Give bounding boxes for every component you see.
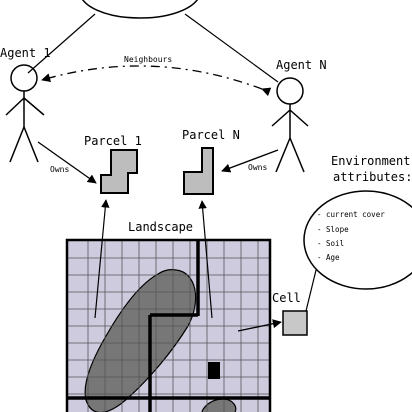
attribute-item: - current cover [317, 210, 385, 219]
environment-title-line2: attributes: [333, 170, 412, 184]
attribute-item: - Age [317, 253, 340, 262]
neighbours-arrow [41, 65, 272, 97]
landscape-title: Landscape [128, 220, 193, 234]
agent-1-figure [5, 64, 45, 163]
landscape-grid [67, 240, 270, 412]
landscape-frame [65, 238, 272, 412]
parcel-1-label: Parcel 1 [84, 134, 142, 148]
cell-to-attributes-link [305, 261, 319, 312]
agent-n-label: Agent N [276, 58, 327, 72]
ellipse-link-agent1 [27, 13, 96, 74]
ellipse-link-agentN [184, 13, 279, 83]
agent-1-label: Agent 1 [0, 46, 51, 60]
landscape-black-cell [208, 362, 220, 379]
arrow-grid-to-parcel-n [198, 200, 213, 319]
cell-square [282, 310, 308, 336]
neighbours-label: Neighbours [124, 55, 172, 64]
parcel-1-shape [100, 149, 138, 194]
attributes-bubble [303, 190, 412, 290]
owns-arrow-1 [37, 141, 97, 184]
cell-label: Cell [272, 291, 301, 305]
attribute-item: - Slope [317, 225, 349, 234]
arrow-grid-to-cell [237, 319, 282, 332]
attribute-item: - Soil [317, 239, 344, 248]
owns-arrow-n [221, 149, 279, 173]
top-ellipse [82, 0, 198, 19]
parcel-n-label: Parcel N [182, 128, 240, 142]
arrow-grid-to-parcel-1 [94, 199, 110, 319]
owns-label-n: Owns [248, 163, 267, 172]
environment-title-line1: Environment [331, 154, 410, 168]
owns-label-1: Owns [50, 165, 69, 174]
parcel-n-shape [183, 147, 214, 195]
agent-n-figure [271, 77, 309, 173]
